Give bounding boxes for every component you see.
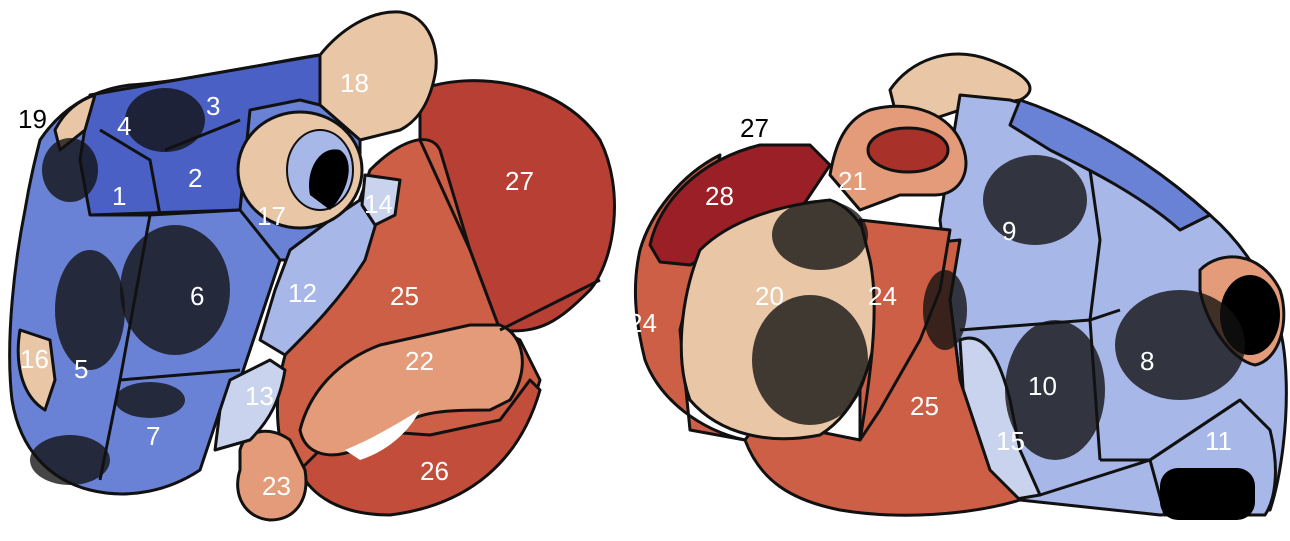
label-24b: 24 (868, 281, 897, 311)
label-8: 8 (1140, 346, 1154, 376)
right-heart-view (635, 54, 1286, 520)
scar-patch (30, 435, 110, 485)
label-18: 18 (340, 68, 369, 98)
label-22: 22 (405, 346, 434, 376)
label-2: 2 (188, 163, 202, 193)
label-23: 23 (262, 471, 291, 501)
label-7: 7 (146, 421, 160, 451)
label-27-right: 27 (740, 113, 769, 143)
dark-patch-bottom-right (1160, 468, 1255, 520)
left-heart-view (10, 12, 615, 520)
scar-patch (923, 270, 967, 350)
label-24a: 24 (628, 308, 657, 338)
label-1: 1 (112, 181, 126, 211)
label-21: 21 (838, 166, 867, 196)
label-5: 5 (74, 354, 88, 384)
label-4: 4 (117, 111, 131, 141)
label-20: 20 (755, 281, 784, 311)
scar-patch (55, 250, 125, 370)
label-10: 10 (1028, 371, 1057, 401)
label-3: 3 (206, 91, 220, 121)
scar-patch (1115, 290, 1245, 400)
label-11: 11 (1205, 426, 1232, 456)
scar-patch (125, 88, 205, 152)
label-16: 16 (20, 344, 49, 374)
tube-hole-21 (868, 128, 948, 172)
scar-patch (42, 138, 98, 202)
label-9: 9 (1002, 216, 1016, 246)
scar-patch (983, 155, 1087, 245)
label-25: 25 (390, 281, 419, 311)
label-14: 14 (364, 189, 393, 219)
scar-patch (772, 200, 868, 270)
label-26: 26 (420, 456, 449, 486)
label-27: 27 (505, 166, 534, 196)
label-19: 19 (18, 104, 47, 134)
scar-patch (752, 295, 868, 425)
label-17: 17 (257, 201, 286, 231)
label-28: 28 (705, 181, 734, 211)
label-12: 12 (288, 278, 317, 308)
label-25-right: 25 (910, 391, 939, 421)
label-6: 6 (190, 281, 204, 311)
label-13: 13 (245, 381, 274, 411)
scar-patch (115, 382, 185, 418)
label-15: 15 (996, 426, 1025, 456)
